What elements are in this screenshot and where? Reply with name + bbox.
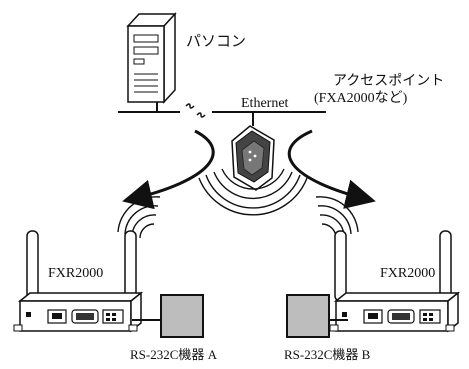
arrow-to-left-device <box>122 129 215 210</box>
rs232c-device-a-label: RS-232C機器 A <box>130 347 218 362</box>
right-device-name-label: FXR2000 <box>380 266 436 281</box>
ethernet-line <box>118 103 326 118</box>
access-point-radio-waves <box>198 168 308 216</box>
left-device-radio-waves <box>117 196 161 239</box>
rs232c-device-b-label: RS-232C機器 B <box>284 347 371 362</box>
right-fxr2000-device-icon <box>329 230 461 333</box>
rs232c-device-b-box <box>286 294 330 338</box>
pc-tower-icon <box>126 12 177 104</box>
pc-label: パソコン <box>186 32 247 50</box>
access-point-icon <box>231 125 275 191</box>
ethernet-label: Ethernet <box>241 96 289 111</box>
left-device-name-label: FXR2000 <box>48 266 104 281</box>
access-point-label: アクセスポイント <box>333 73 445 89</box>
access-point-model-label: (FXA2000など) <box>314 91 408 106</box>
left-fxr2000-device-icon <box>13 230 144 333</box>
rs232c-device-a-box <box>160 294 204 338</box>
arrow-to-right-device <box>288 129 376 209</box>
